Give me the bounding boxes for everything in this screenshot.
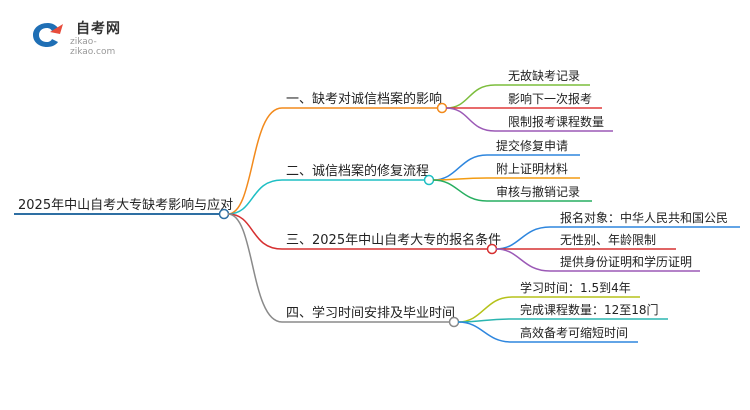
connector-b2-c1 [432,154,488,181]
connector-b2-c3 [432,179,488,202]
b3-child-2: 无性别、年龄限制 [560,233,656,247]
b4-child-3: 高效备考可缩短时间 [520,325,628,340]
site-logo[interactable]: 自考网 zikao-zikao.com [30,18,140,57]
connector-b3-c3 [495,248,551,272]
connector-branch-4 [227,213,283,323]
logo-title: 自考网 [76,21,121,37]
b1-child-1: 无故缺考记录 [508,68,580,83]
b4-child-1: 学习时间：1.5到4年 [520,280,631,295]
b3-child-1: 报名对象：中华人民共和国公民 [560,210,728,225]
branch-2-label: 二、诚信档案的修复流程 [286,163,429,179]
connector-b4-c1 [457,296,513,323]
logo-url: zikao-zikao.com [70,37,116,57]
b1-child-2: 影响下一次报考 [508,91,592,106]
branch-3-node[interactable] [486,243,498,255]
root-node[interactable] [218,208,230,220]
root-label: 2025年中山自考大专缺考影响与应对 [18,197,233,213]
b4-child-2: 完成课程数量：12至18门 [520,302,659,317]
branch-1-node[interactable] [436,102,448,114]
branch-4-label: 四、学习时间安排及毕业时间 [286,305,455,321]
branch-3-label: 三、2025年中山自考大专的报名条件 [286,232,501,248]
logo-icon [33,23,63,47]
connector-b3-c1 [495,226,551,250]
connector-branch-2 [227,179,283,215]
connector-branch-1 [227,107,283,215]
b3-child-3: 提供身份证明和学历证明 [560,254,692,269]
branch-4-node[interactable] [448,316,460,328]
connector-branch-3 [227,213,283,250]
connector-b1-c1 [445,84,496,109]
b2-child-1: 提交修复申请 [496,138,568,153]
connector-b4-c3 [457,321,513,343]
b2-child-2: 附上证明材料 [496,162,568,176]
branch-1-label: 一、缺考对诚信档案的影响 [286,91,442,107]
connector-b1-c3 [445,107,496,132]
branch-2-node[interactable] [423,174,435,186]
b2-child-3: 审核与撤销记录 [496,184,580,199]
b1-child-3: 限制报考课程数量 [508,114,604,129]
